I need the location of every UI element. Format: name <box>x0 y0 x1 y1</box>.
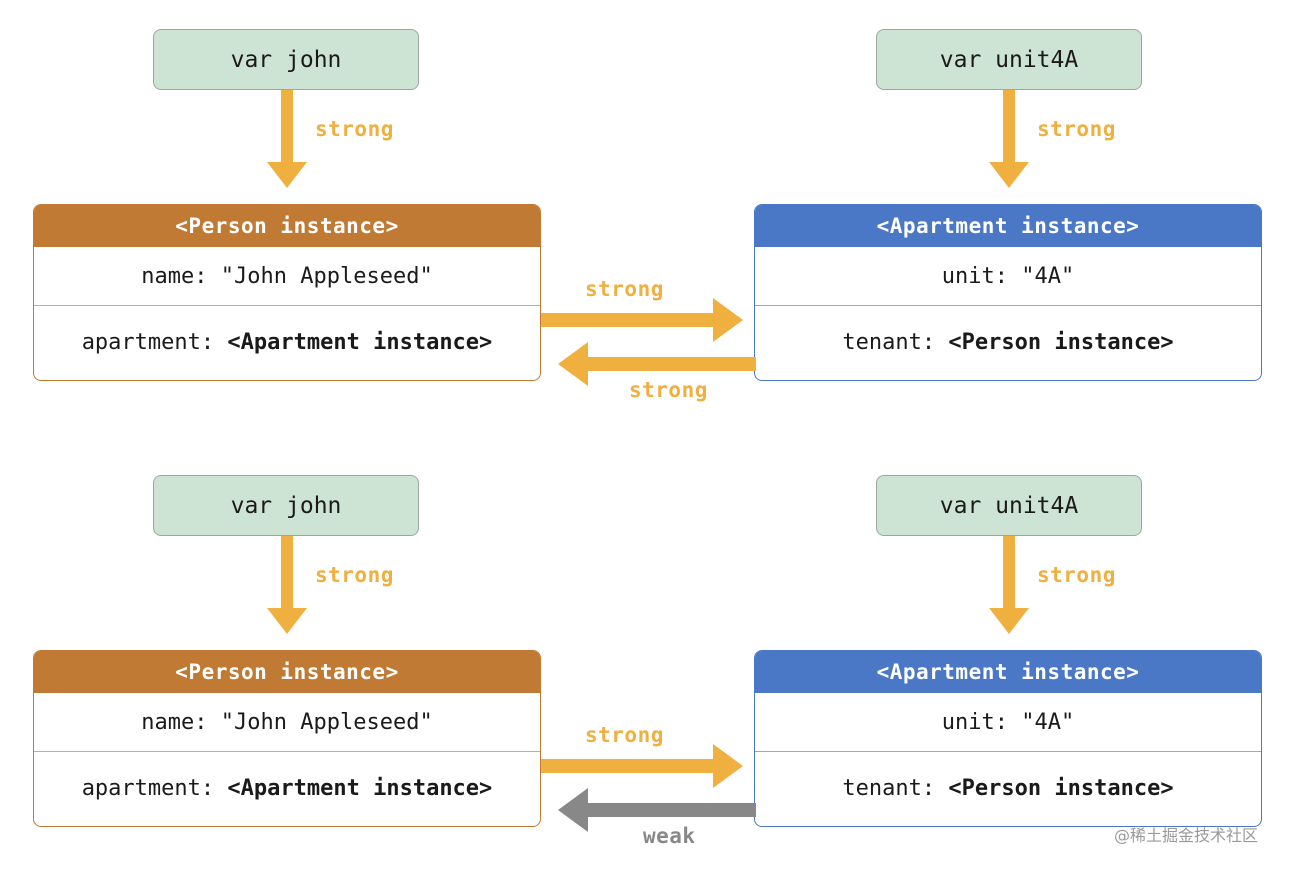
apartment-unit-row: unit: "4A" <box>755 247 1261 306</box>
unit4a-to-apartment-arrow <box>989 90 1029 188</box>
forward-strong-label: strong <box>585 723 664 747</box>
apartment-unit-row: unit: "4A" <box>755 693 1261 752</box>
tenant-property-value: <Person instance> <box>948 776 1174 801</box>
apartment-property-value: <Apartment instance> <box>227 776 493 801</box>
apartment-property-value: <Apartment instance> <box>227 330 493 355</box>
person-instance-box: <Person instance> name: "John Appleseed"… <box>33 650 541 827</box>
weak-reference-diagram: var john var unit4A strong strong <Perso… <box>0 446 1298 886</box>
forward-strong-label: strong <box>585 277 664 301</box>
unit4a-strong-label: strong <box>1037 563 1116 587</box>
watermark: @稀土掘金技术社区 <box>1114 826 1259 845</box>
tenant-property-key: tenant: <box>842 330 949 355</box>
strong-cycle-diagram: var john var unit4A strong strong <Perso… <box>0 0 1298 440</box>
tenant-property-value: <Person instance> <box>948 330 1174 355</box>
apartment-instance-title: <Apartment instance> <box>755 205 1261 247</box>
var-unit4a-box: var unit4A <box>876 475 1142 536</box>
apartment-property-key: apartment: <box>81 776 228 801</box>
apartment-tenant-row: tenant: <Person instance> <box>755 306 1261 379</box>
apartment-instance-box: <Apartment instance> unit: "4A" tenant: … <box>754 650 1262 827</box>
apartment-instance-title: <Apartment instance> <box>755 651 1261 693</box>
person-apartment-row: apartment: <Apartment instance> <box>34 306 540 379</box>
person-apartment-row: apartment: <Apartment instance> <box>34 752 540 825</box>
unit4a-to-apartment-arrow <box>989 536 1029 634</box>
apartment-tenant-row: tenant: <Person instance> <box>755 752 1261 825</box>
var-unit4a-box: var unit4A <box>876 29 1142 90</box>
apartment-to-person-weak-arrow <box>558 788 756 832</box>
var-john-box: var john <box>153 29 419 90</box>
person-name-row: name: "John Appleseed" <box>34 693 540 752</box>
apartment-property-key: apartment: <box>81 330 228 355</box>
john-strong-label: strong <box>315 117 394 141</box>
person-instance-title: <Person instance> <box>34 651 540 693</box>
person-to-apartment-arrow <box>541 744 743 788</box>
tenant-property-key: tenant: <box>842 776 949 801</box>
person-to-apartment-arrow <box>541 298 743 342</box>
unit4a-strong-label: strong <box>1037 117 1116 141</box>
john-to-person-arrow <box>267 536 307 634</box>
person-instance-box: <Person instance> name: "John Appleseed"… <box>33 204 541 381</box>
back-weak-label: weak <box>643 824 696 848</box>
apartment-to-person-arrow <box>558 342 756 386</box>
back-strong-label: strong <box>629 378 708 402</box>
john-to-person-arrow <box>267 90 307 188</box>
apartment-instance-box: <Apartment instance> unit: "4A" tenant: … <box>754 204 1262 381</box>
person-name-row: name: "John Appleseed" <box>34 247 540 306</box>
var-john-box: var john <box>153 475 419 536</box>
person-instance-title: <Person instance> <box>34 205 540 247</box>
john-strong-label: strong <box>315 563 394 587</box>
